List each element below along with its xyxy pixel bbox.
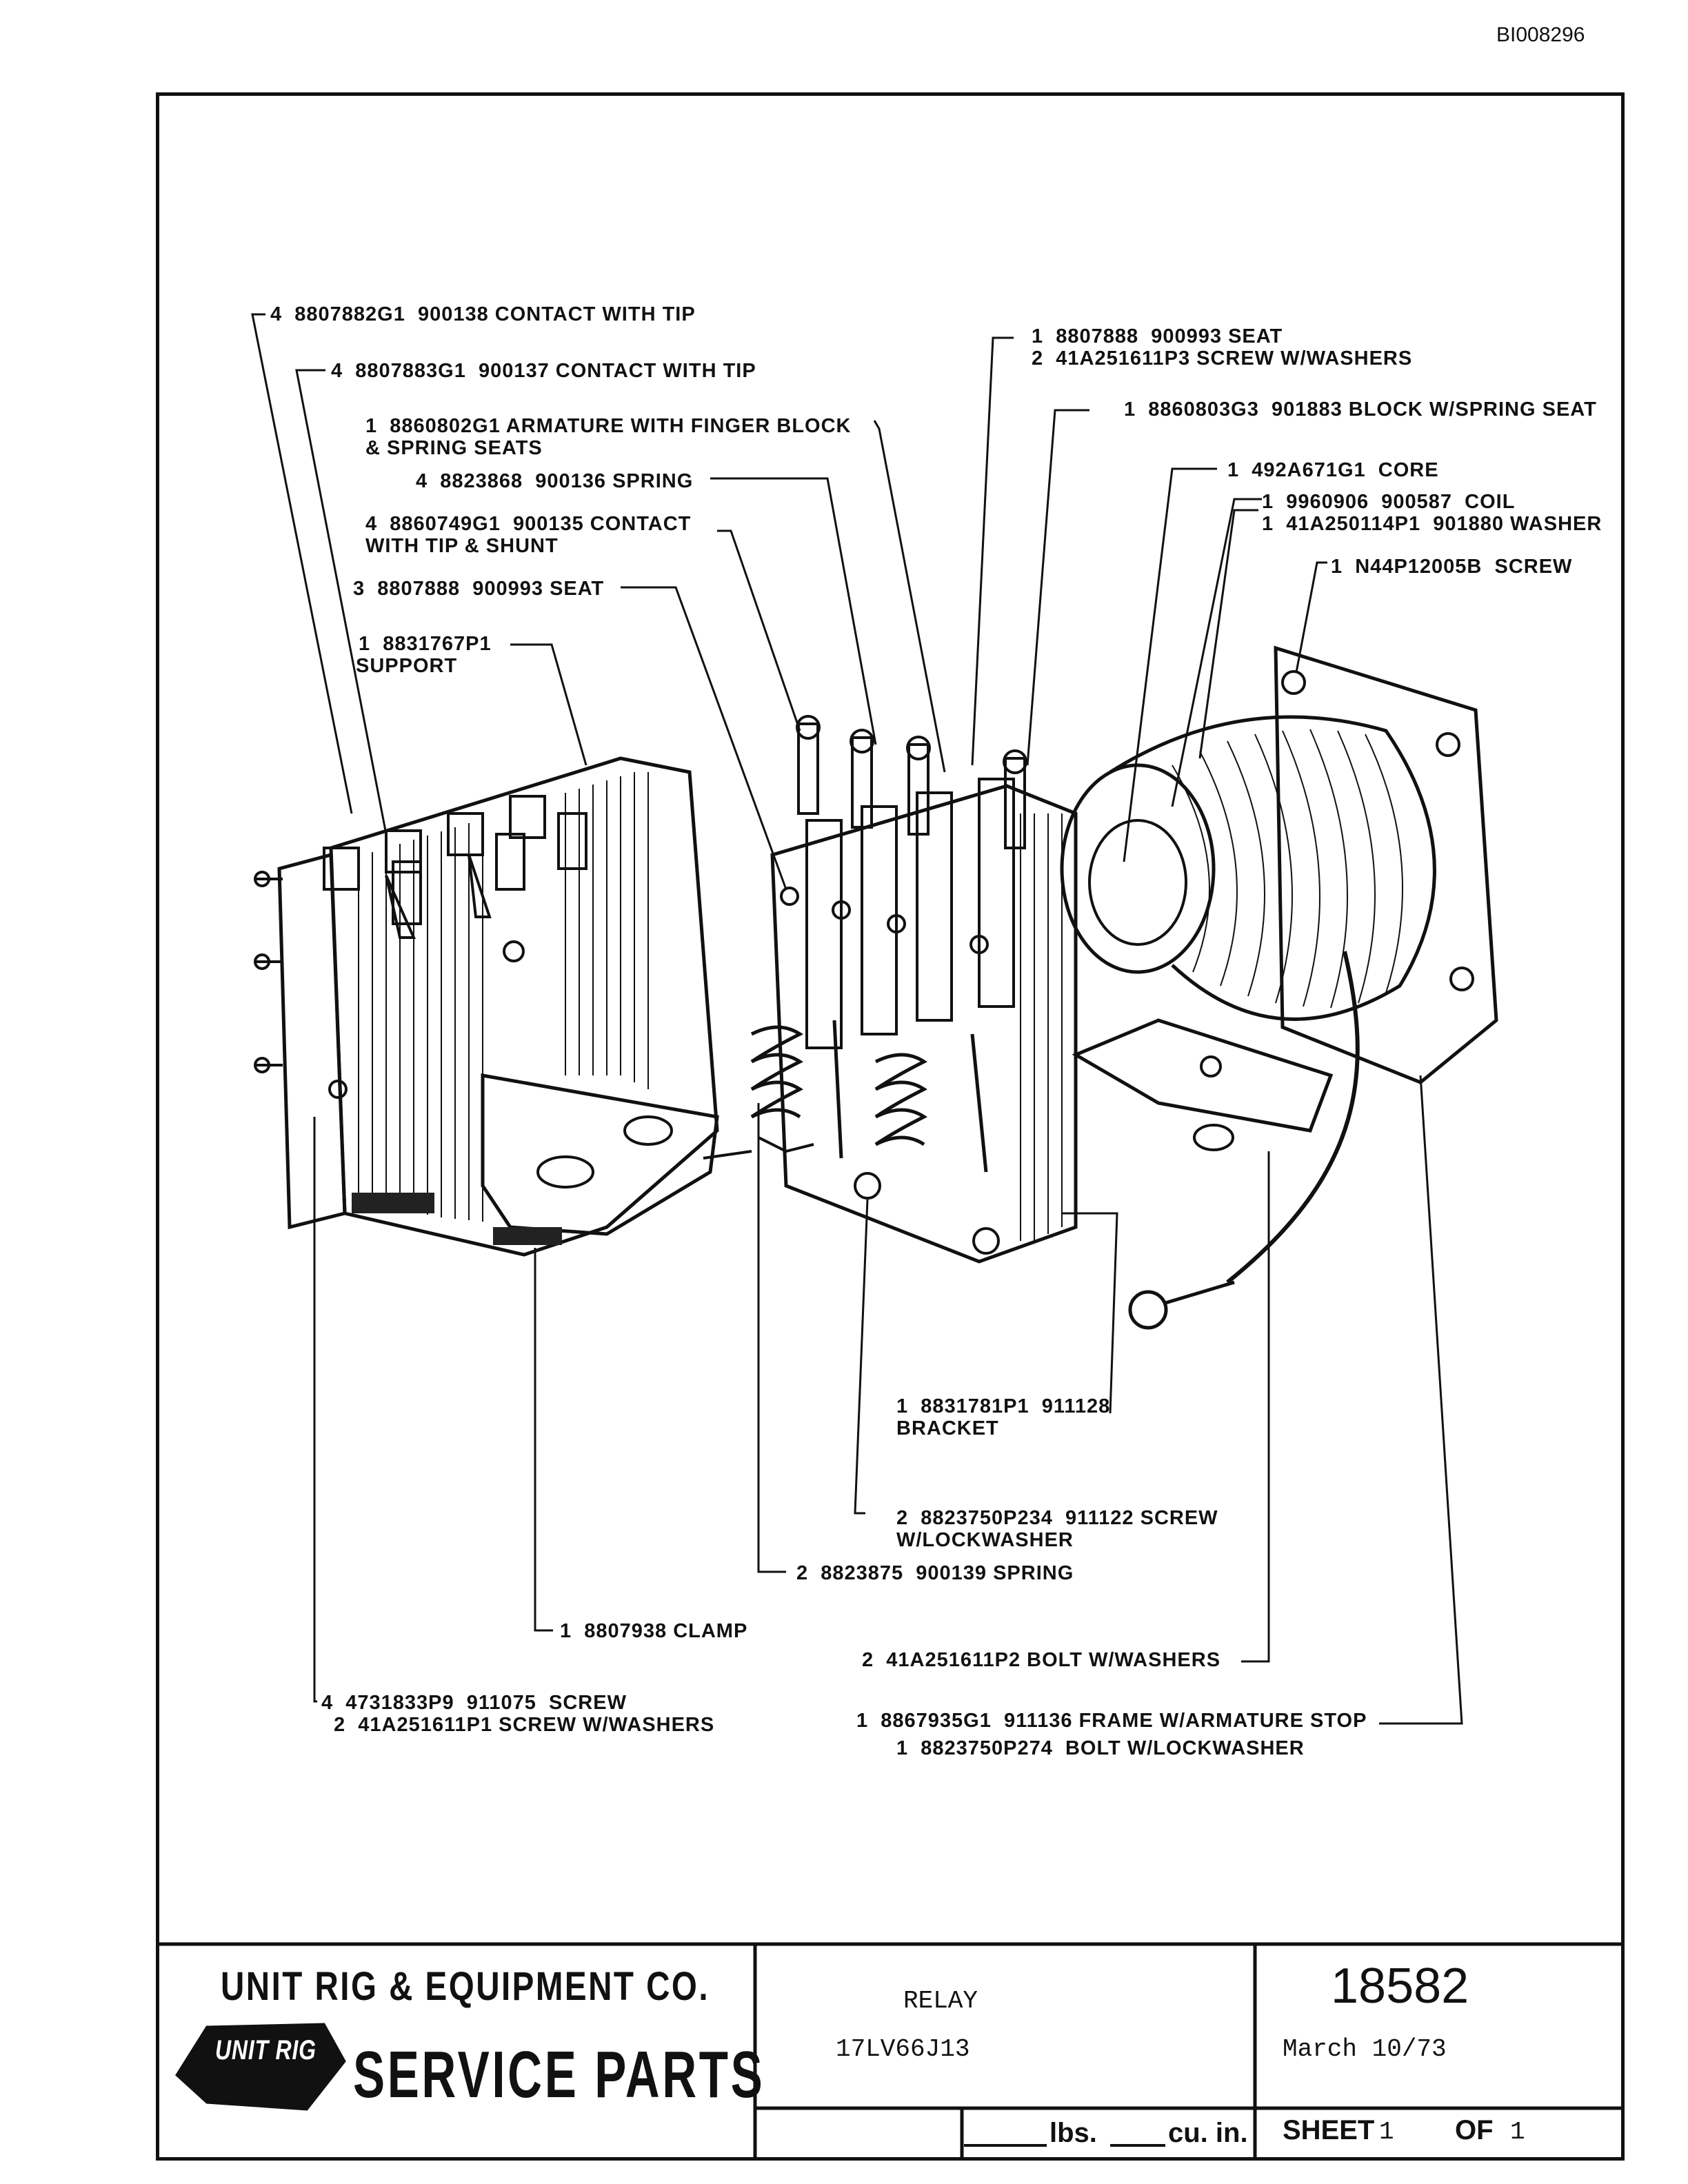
callout-contact-shunt-line2: WITH TIP & SHUNT (365, 535, 559, 557)
date: March 10/73 (1283, 2035, 1447, 2063)
weight-blank (964, 2144, 1047, 2147)
callout-core: 1 492A671G1 CORE (1227, 459, 1439, 481)
callout-armature-line2: & SPRING SEATS (365, 437, 543, 459)
callout-bolt-lockwasher: 1 8823750P274 BOLT W/LOCKWASHER (896, 1737, 1305, 1759)
callout-bracket-line2: BRACKET (896, 1417, 999, 1439)
unit-rig-logo (175, 2023, 346, 2111)
company-name: UNIT RIG & EQUIPMENT CO. (221, 1964, 710, 2009)
callout-contact-tip-b: 4 8807883G1 900137 CONTACT WITH TIP (331, 360, 756, 382)
callout-frame: 1 8867935G1 911136 FRAME W/ARMATURE STOP (856, 1710, 1367, 1732)
title-block-grid (156, 1942, 1625, 2158)
callout-support: 1 8831767P1 (359, 633, 492, 655)
callout-screw-n44: 1 N44P12005B SCREW (1331, 556, 1573, 578)
callout-screw-washers-bottom: 2 41A251611P1 SCREW W/WASHERS (334, 1714, 715, 1736)
callout-armature: 1 8860802G1 ARMATURE WITH FINGER BLOCK (365, 415, 852, 437)
document-id: BI008296 (1496, 23, 1585, 46)
cu-in-label: cu. in. (1168, 2118, 1248, 2148)
leader-lines (251, 313, 1463, 1725)
logo-text: UNIT RIG (215, 2035, 316, 2065)
support-assembly (254, 756, 752, 1257)
sheet-label: SHEET (1283, 2115, 1375, 2145)
callout-screw-lockwasher-line2: W/LOCKWASHER (896, 1529, 1074, 1551)
callout-bolt-washers: 2 41A251611P2 BOLT W/WASHERS (862, 1649, 1221, 1671)
sheet-border (156, 92, 1625, 2161)
callout-clamp: 1 8807938 CLAMP (560, 1620, 748, 1642)
sheet-number: 1 (1379, 2118, 1394, 2146)
callout-spring: 4 8823868 900136 SPRING (416, 470, 694, 492)
callout-screw-washers-top: 2 41A251611P3 SCREW W/WASHERS (1032, 347, 1413, 370)
part-description: RELAY (903, 1987, 978, 2015)
lbs-label: lbs. (1049, 2118, 1097, 2148)
part-number: 18582 (1331, 1959, 1469, 2014)
callout-coil: 1 9960906 900587 COIL (1262, 491, 1516, 513)
service-parts-title: SERVICE PARTS (353, 2038, 765, 2112)
volume-blank (1110, 2144, 1165, 2147)
model-number: 17LV66J13 (836, 2035, 970, 2063)
coil-frame-assembly (1060, 645, 1498, 1330)
callout-screw-bottom: 4 4731833P9 911075 SCREW (321, 1692, 627, 1714)
callout-contact-shunt: 4 8860749G1 900135 CONTACT (365, 513, 692, 535)
of-label: OF (1455, 2115, 1494, 2145)
callout-seat-top: 1 8807888 900993 SEAT (1032, 325, 1283, 347)
callout-screw-lockwasher: 2 8823750P234 911122 SCREW (896, 1507, 1218, 1529)
callout-washer: 1 41A250114P1 901880 WASHER (1262, 513, 1602, 535)
callout-seat: 3 8807888 900993 SEAT (353, 578, 605, 600)
callout-contact-tip-a: 4 8807882G1 900138 CONTACT WITH TIP (270, 303, 696, 325)
callout-support-line2: SUPPORT (356, 655, 458, 677)
callout-spring-2: 2 8823875 900139 SPRING (796, 1562, 1074, 1584)
contact-block-assembly (750, 715, 1078, 1264)
callout-block: 1 8860803G3 901883 BLOCK W/SPRING SEAT (1124, 398, 1597, 421)
sheet-total: 1 (1510, 2118, 1525, 2146)
callout-bracket: 1 8831781P1 911128 (896, 1395, 1111, 1417)
